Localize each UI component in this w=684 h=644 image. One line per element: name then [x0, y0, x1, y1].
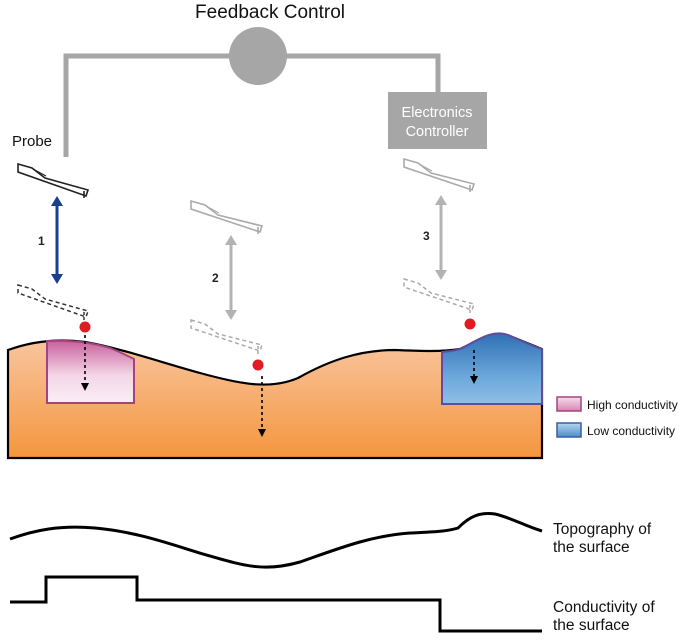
controller-label-line2: Controller [406, 124, 469, 140]
probe-3: 3 [403, 157, 476, 330]
step-3-label: 3 [423, 229, 430, 243]
probe-label: Probe [12, 133, 52, 150]
cantilever-dashed-icon [403, 278, 475, 314]
feedback-wiring: Feedback Control [63, 2, 441, 157]
cantilever-icon [403, 157, 476, 192]
probe-2: 2 [190, 199, 264, 371]
arrow-2-icon [225, 235, 237, 320]
legend-low-label: Low conductivity [587, 424, 675, 438]
probe-tip-dot [464, 318, 476, 330]
legend: High conductivity Low conductivity [556, 396, 678, 438]
conductivity-label-line2: the surface [553, 617, 630, 634]
arrow-3-icon [435, 195, 447, 280]
legend-low-swatch [556, 422, 582, 438]
cantilever-icon [17, 162, 90, 198]
probe-tip-dot [79, 321, 91, 333]
conductivity-label-line1: Conductivity of [553, 599, 655, 616]
topography-label-line1: Topography of [553, 521, 652, 538]
electronics-controller: Electronics Controller [388, 92, 487, 149]
cantilever-dashed-icon [17, 284, 89, 320]
feedback-control-title: Feedback Control [195, 2, 345, 23]
cantilever-icon [190, 199, 264, 234]
legend-high-swatch [556, 396, 582, 412]
legend-high-label: High conductivity [587, 398, 678, 412]
sample [6, 332, 544, 460]
topography-line [9, 512, 543, 569]
controller-label-line1: Electronics [402, 105, 473, 121]
penetration-arrows [81, 335, 478, 437]
topography-label-line2: the surface [553, 539, 630, 556]
arrow-1-icon [51, 196, 63, 284]
probe-1: 1 [17, 162, 91, 333]
feedback-control-node [229, 27, 287, 85]
probe-tip-dot [252, 359, 264, 371]
conductivity-trace: Conductivity of the surface [10, 575, 655, 634]
step-2-label: 2 [212, 271, 219, 285]
conductivity-line [10, 575, 542, 633]
high-conductivity-region [46, 339, 135, 404]
topography-trace: Topography of the surface [9, 512, 652, 569]
step-1-label: 1 [38, 234, 45, 248]
controller-box [388, 92, 487, 149]
cantilever-dashed-icon [190, 319, 263, 355]
low-conductivity-region [441, 332, 543, 405]
